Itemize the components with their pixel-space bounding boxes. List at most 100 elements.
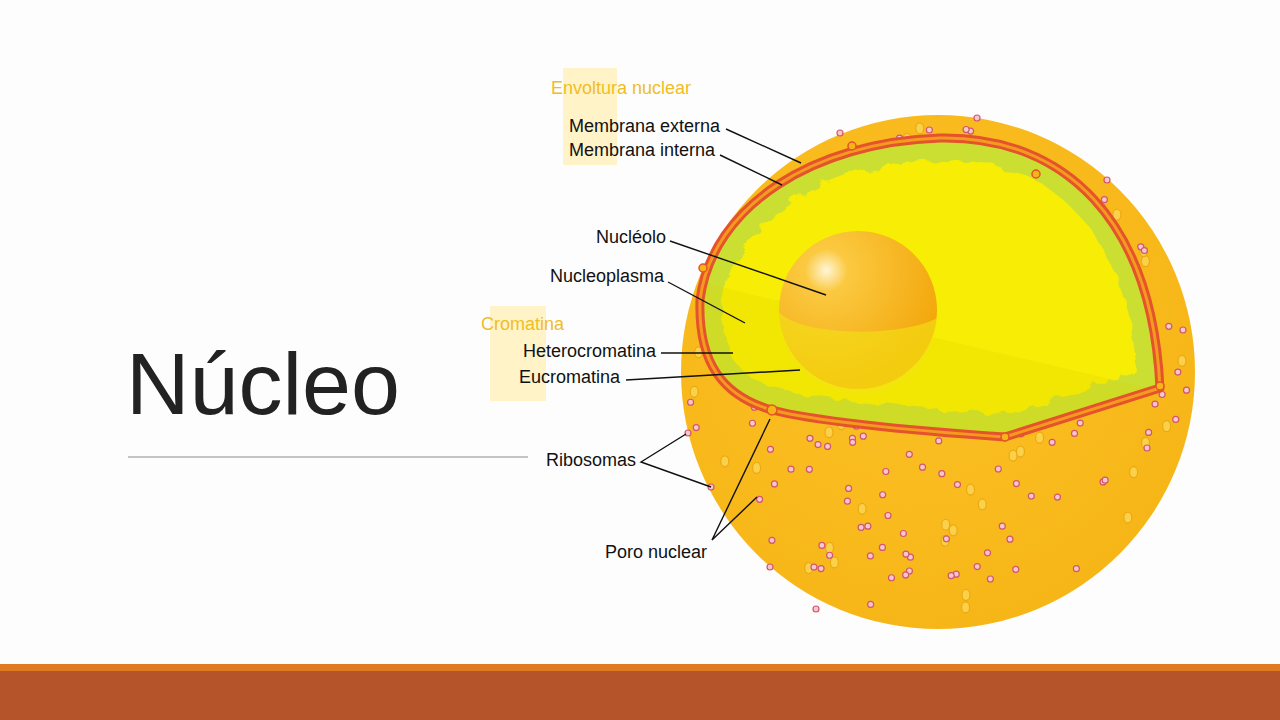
ribosome — [868, 601, 874, 607]
ribosome — [1175, 369, 1181, 375]
ribosome — [788, 466, 794, 472]
ribosome — [974, 115, 980, 121]
ribosome — [974, 564, 980, 570]
nuclear-pore — [767, 405, 777, 415]
ribosome — [1184, 387, 1190, 393]
slide-title: Núcleo — [126, 336, 400, 433]
surface-pore — [753, 462, 761, 473]
ribosome — [954, 482, 960, 488]
ribosome — [1007, 536, 1013, 542]
nuclear-pore — [699, 264, 707, 272]
ribosome — [985, 550, 991, 556]
ribosome — [939, 471, 945, 477]
ribosome — [1180, 327, 1186, 333]
interior — [698, 138, 1165, 440]
part-label: Ribosomas — [546, 451, 636, 471]
leader-line — [668, 282, 745, 323]
leader-line — [661, 352, 733, 353]
nuclear-pore — [1156, 382, 1164, 390]
ribosome — [769, 537, 775, 543]
surface-pore — [1141, 256, 1149, 267]
ribosome — [1072, 430, 1078, 436]
leader-line — [720, 155, 782, 185]
ribosome — [995, 466, 1001, 472]
ribosome — [693, 425, 699, 431]
ribosome — [900, 530, 906, 536]
ribosome — [1054, 494, 1060, 500]
ribosome — [1101, 197, 1107, 203]
ribosome — [811, 564, 817, 570]
footer-band — [0, 671, 1280, 720]
ribosome — [819, 542, 825, 548]
nucleolus-cut — [779, 312, 937, 394]
ribosome — [1152, 401, 1158, 407]
leader-line — [712, 419, 770, 540]
perinuclear-space — [700, 138, 1160, 437]
ribosome — [818, 566, 824, 572]
ribosome — [1102, 477, 1108, 483]
ribosome — [1013, 566, 1019, 572]
ribosome — [806, 466, 812, 472]
leader-lines — [626, 129, 826, 540]
part-label: Membrana interna — [569, 141, 715, 161]
surface-pore — [967, 484, 975, 495]
ribosome — [906, 451, 912, 457]
ribosome — [771, 481, 777, 487]
ribosome — [1028, 493, 1034, 499]
title-rule — [128, 457, 528, 458]
ribosome — [999, 523, 1005, 529]
part-label: Poro nuclear — [605, 543, 707, 563]
group-heading: Envoltura nuclear — [551, 79, 691, 99]
surface-pore — [1036, 432, 1044, 443]
ribosome — [879, 544, 885, 550]
ribosome — [948, 573, 954, 579]
ribosome — [846, 485, 852, 491]
ribosome — [920, 464, 926, 470]
ribosome — [749, 420, 755, 426]
part-label: Heterocromatina — [523, 342, 656, 362]
surface-pore — [830, 557, 838, 568]
ribosome — [837, 130, 843, 136]
group-heading: Cromatina — [481, 315, 564, 335]
ribosome — [903, 572, 909, 578]
part-label: Membrana externa — [569, 117, 720, 137]
ribosome — [1104, 177, 1110, 183]
part-label: Eucromatina — [519, 368, 620, 388]
part-label: Nucleoplasma — [550, 267, 664, 287]
surface-pore — [721, 456, 729, 467]
surface-pore — [1130, 467, 1138, 478]
nuclear-pore — [848, 142, 856, 150]
ribosome — [963, 126, 969, 132]
ribosome — [867, 553, 873, 559]
nuclear-pores — [699, 142, 1164, 441]
ribosome — [1013, 481, 1019, 487]
ribosome — [885, 513, 891, 519]
ribosome — [813, 606, 819, 612]
ribosome — [850, 439, 856, 445]
surface-pore — [978, 499, 986, 510]
ribosome — [815, 442, 821, 448]
surface-pore — [942, 519, 950, 530]
ribosome — [865, 523, 871, 529]
ribosome — [1166, 323, 1172, 329]
surface-pore — [825, 427, 833, 438]
ribosome — [827, 552, 833, 558]
surface-pore — [1163, 421, 1171, 432]
ribosome — [943, 536, 949, 542]
leader-line — [626, 370, 800, 380]
ribosome — [825, 443, 831, 449]
surface-pore — [1178, 355, 1186, 366]
ribosome — [858, 524, 864, 530]
surface-pore — [858, 503, 866, 514]
ribosome — [1073, 566, 1079, 572]
surface-pore — [916, 123, 924, 134]
ribosome — [987, 576, 993, 582]
ribosome — [880, 492, 886, 498]
part-label: Nucléolo — [596, 228, 666, 248]
leader-line — [670, 241, 826, 295]
surface-pore — [962, 602, 970, 613]
ribosome — [926, 127, 932, 133]
ribosome — [1077, 420, 1083, 426]
ribosome — [936, 438, 942, 444]
ribosome — [1173, 416, 1179, 422]
